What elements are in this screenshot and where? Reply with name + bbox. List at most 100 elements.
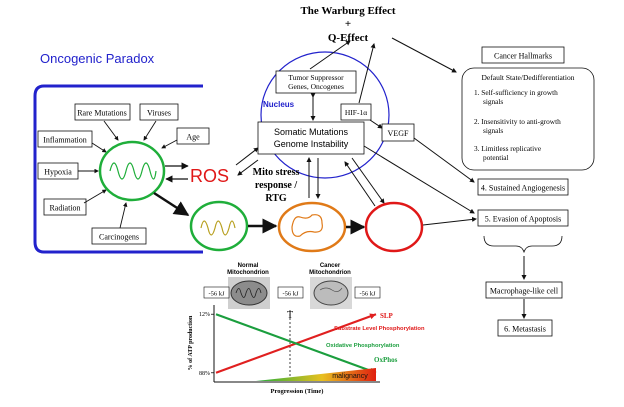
malignancy-label: malignancy [332, 373, 368, 380]
vegf-box: VEGF [381, 123, 415, 142]
cause-arrows [78, 120, 178, 229]
svg-text:Mitochondrion: Mitochondrion [309, 270, 351, 276]
macrophage-box: Macrophage-like cell [485, 281, 563, 299]
svg-text:4. Sustained Angiogenesis: 4. Sustained Angiogenesis [481, 184, 565, 193]
arrow-somatic-to-apoptosis [363, 145, 475, 214]
svg-text:Radiation: Radiation [49, 204, 80, 213]
nucleus [260, 51, 390, 179]
svg-text:Tumor Suppressor: Tumor Suppressor [288, 73, 344, 82]
arrow-ros-to-somatic [235, 147, 259, 166]
arrow-qeffect-to-hallmarks [391, 37, 457, 73]
mito-stress-line1: Mito stress [253, 167, 300, 178]
chart-x-label: Progression (Time) [271, 388, 324, 395]
svg-text:Hypoxia: Hypoxia [44, 168, 72, 177]
default-state-box: Default State/Dedifferentiation [461, 67, 595, 171]
svg-text:5. Evasion of Apoptosis: 5. Evasion of Apoptosis [485, 215, 561, 224]
hallmarks-header: Cancer Hallmarks [481, 46, 565, 64]
hallmark-item-line1: 3. Limitless replicative [474, 144, 541, 153]
somatic-mutations-box: Somatic Mutations Genome Instability [257, 121, 365, 155]
y-tick-label: 88% [199, 371, 210, 377]
mito-stress-line3: RTG [265, 193, 287, 204]
hallmark-item-line2: potential [483, 153, 509, 162]
cell-stage-2 [189, 200, 249, 252]
svg-text:Age: Age [186, 133, 200, 142]
chart-y-label: % of ATP production [188, 315, 194, 370]
slp-label: SLP [380, 312, 394, 320]
chart-ticks: 88% 12% [199, 312, 214, 377]
arrow-vegf-to-angiogenesis [413, 137, 475, 183]
y-tick-label: 12% [199, 312, 210, 318]
normal-mitochondrion-image [228, 277, 270, 309]
cancer-mitochondrion-image [310, 277, 352, 309]
cause-age: Age [176, 127, 210, 145]
svg-text:Default State/Dedifferentiatio: Default State/Dedifferentiation [482, 73, 575, 82]
hallmark-item-line2: signals [483, 97, 503, 106]
hallmark-item-line1: 2. Insensitivity to anti-growth [474, 117, 561, 126]
svg-text:Carcinogens: Carcinogens [99, 233, 139, 242]
hallmarks-brace [483, 235, 563, 254]
title-warburg: The Warburg Effect [300, 5, 395, 17]
oxphos-caption: Oxidative Phosphorylation [326, 343, 400, 349]
threshold-marker: T [287, 310, 293, 321]
series-arrowhead-slp [369, 313, 376, 320]
metastasis-box: 6. Metastasis [497, 319, 553, 337]
angiogenesis-box: 4. Sustained Angiogenesis [477, 178, 569, 196]
arrow-somatic-to-redcell [351, 157, 385, 204]
cell-stage-3 [277, 201, 347, 253]
oxphos-label: OxPhos [374, 356, 398, 364]
slp-caption: Substrate Level Phosphorylation [334, 326, 425, 332]
hallmark-item-line1: 1. Self-sufficiency in growth [474, 88, 558, 97]
energy-label-2: -56 kJ [277, 286, 304, 299]
cause-carcinogens: Carcinogens [91, 227, 147, 245]
arrow-genes-to-qeffect [309, 40, 351, 70]
hallmark-item-line2: signals [483, 126, 503, 135]
svg-text:Normal: Normal [238, 263, 259, 269]
svg-text:6. Metastasis: 6. Metastasis [504, 325, 546, 334]
svg-text:Rare Mutations: Rare Mutations [77, 109, 127, 118]
svg-text:Genes, Oncogenes: Genes, Oncogenes [288, 82, 344, 91]
arrow-hif-to-qeffect [358, 43, 376, 104]
oncogenic-paradox-label: Oncogenic Paradox [40, 51, 155, 66]
title-plus: + [345, 18, 351, 30]
cause-radiation: Radiation [43, 198, 87, 216]
arrow-normal-to-cell2 [153, 191, 190, 217]
cause-inflammation: Inflammation [37, 130, 93, 148]
cause-viruses: Viruses [139, 103, 179, 121]
svg-text:Somatic Mutations: Somatic Mutations [274, 127, 349, 137]
title-q-effect: Q-Effect [328, 32, 369, 44]
arrow-cell4-to-apoptosis [422, 216, 477, 226]
ros-label: ROS [190, 166, 229, 186]
nucleus-label: Nucleus [263, 100, 295, 109]
paradox-bracket [33, 84, 203, 254]
cause-rare-mutations: Rare Mutations [74, 103, 131, 121]
hif-box: HIF-1α [340, 103, 372, 121]
svg-text:Mitochondrion: Mitochondrion [227, 270, 269, 276]
arrow-redcell-to-somatic [344, 161, 376, 207]
cell-stage-4 [364, 201, 424, 253]
energy-label-3: -56 kJ [354, 286, 381, 299]
apoptosis-box: 5. Evasion of Apoptosis [477, 209, 569, 227]
svg-text:Cancer Hallmarks: Cancer Hallmarks [494, 52, 552, 61]
svg-text:-56 kJ: -56 kJ [282, 291, 299, 298]
series-line-oxphos [215, 313, 377, 374]
tumor-suppressor-box: Tumor Suppressor Genes, Oncogenes [275, 70, 357, 94]
svg-text:Viruses: Viruses [147, 109, 171, 118]
svg-text:Inflammation: Inflammation [43, 136, 87, 145]
cause-hypoxia: Hypoxia [37, 162, 79, 180]
mito-stress-line2: response / [255, 180, 298, 191]
arrow-hif-to-vegf [369, 119, 383, 129]
svg-text:Genome Instability: Genome Instability [274, 139, 349, 149]
energy-label-1: -56 kJ [203, 286, 230, 299]
svg-text:VEGF: VEGF [388, 129, 409, 138]
svg-text:Cancer: Cancer [320, 263, 341, 269]
arrow-somatic-to-ros [237, 159, 259, 176]
svg-text:Macrophage-like cell: Macrophage-like cell [490, 287, 559, 296]
svg-text:-56 kJ: -56 kJ [359, 291, 376, 298]
malignancy-wedge [256, 368, 376, 381]
